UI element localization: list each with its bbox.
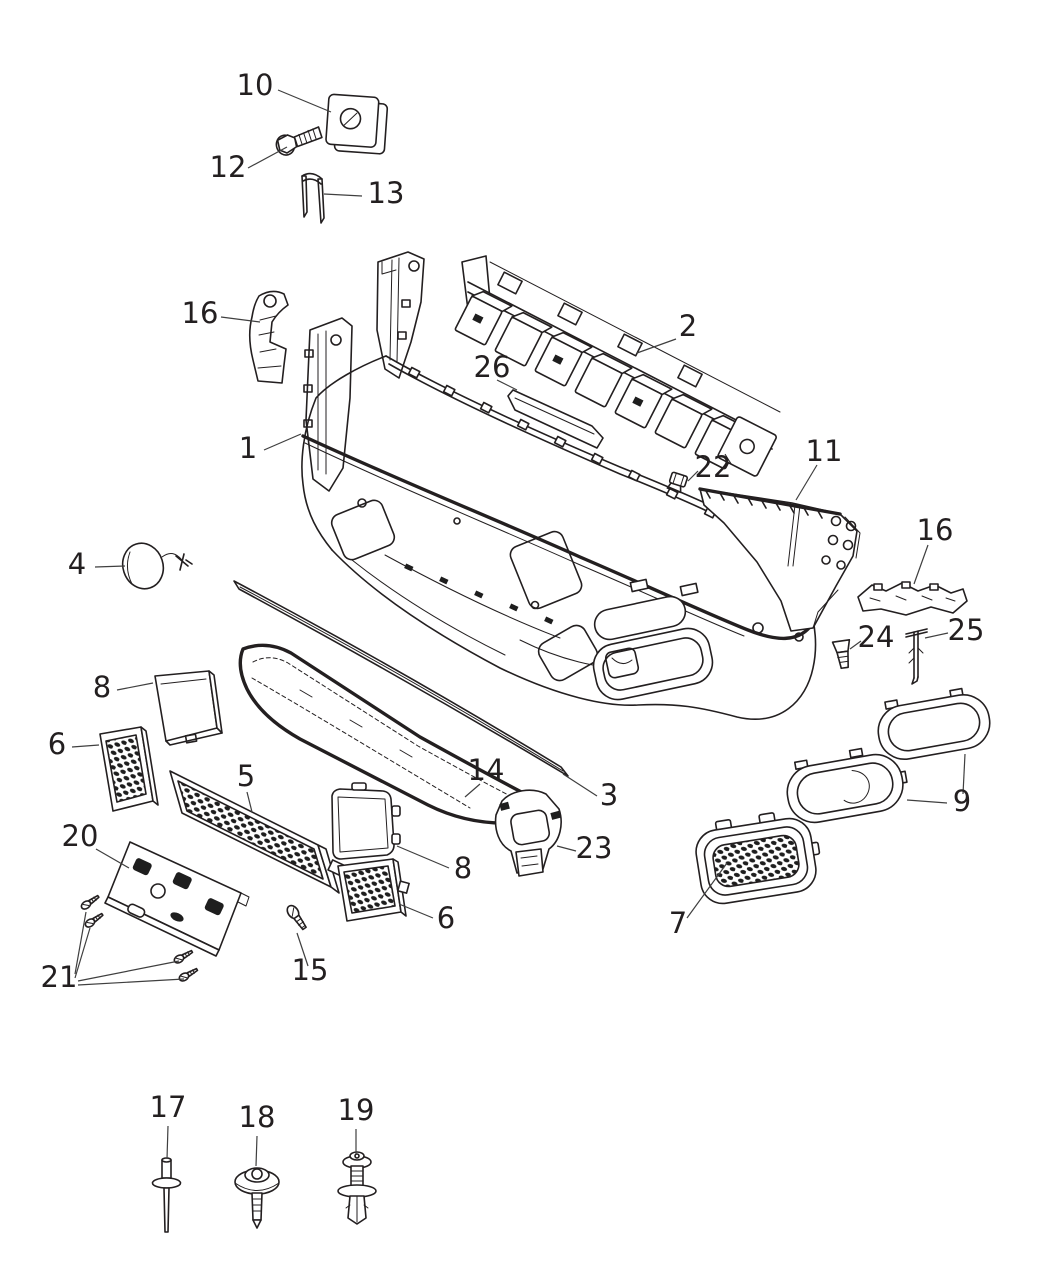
callout-leader-21 <box>74 911 87 975</box>
callout-leader-6 <box>71 744 100 748</box>
callout-leader-8 <box>396 845 450 869</box>
part-2-energy-absorber-drawing <box>454 255 781 477</box>
callout-leader-11 <box>795 464 818 501</box>
callout-label-16-18: 16 <box>917 513 954 547</box>
callout-label-19-21: 19 <box>338 1093 375 1127</box>
callout-leader-1 <box>263 433 302 451</box>
callout-label-17-19: 17 <box>150 1090 187 1124</box>
callout-label-20-22: 20 <box>62 819 99 853</box>
callout-label-24-26: 24 <box>858 620 895 654</box>
callout-label-15-16: 15 <box>292 953 329 987</box>
callout-label-22-24: 22 <box>695 450 732 484</box>
callout-label-8-9: 8 <box>454 851 472 885</box>
callout-label-25-27: 25 <box>948 613 985 647</box>
part-17-rivet-drawing <box>151 1157 182 1233</box>
part-25-push-screw-drawing <box>905 628 928 685</box>
part-10-clip-nut-drawing <box>325 93 389 155</box>
callout-leader-23 <box>556 845 577 852</box>
part-5-center-grille-drawing <box>169 770 346 894</box>
part-12-bolt-drawing <box>275 126 323 156</box>
callout-leader-5 <box>246 791 253 813</box>
callout-leader-21 <box>77 960 180 982</box>
callout-label-16-17: 16 <box>182 296 219 330</box>
part-7-fog-lamp-grille-drawing <box>695 812 821 905</box>
callout-leader-4 <box>94 565 126 568</box>
part-3-lower-molding-strip-drawing <box>233 580 569 777</box>
part-8-cover-plate-center-drawing <box>331 782 401 860</box>
callout-leader-7 <box>686 862 728 919</box>
part-21-screws-drawing <box>80 894 199 982</box>
part-23-fog-lamp-bracket-drawing <box>494 789 562 877</box>
callout-label-7-7: 7 <box>669 906 687 940</box>
callout-leader-13 <box>323 193 363 197</box>
callout-leader-8 <box>116 682 154 691</box>
part-24-grommet-clip-drawing <box>831 639 851 670</box>
callout-label-5-4: 5 <box>237 759 255 793</box>
part-9-fog-bezel-inner-drawing <box>786 747 908 824</box>
callout-label-6-5: 6 <box>48 727 66 761</box>
callout-label-14-15: 14 <box>468 753 505 787</box>
callout-label-26-28: 26 <box>474 350 511 384</box>
callout-label-6-6: 6 <box>437 901 455 935</box>
callout-leader-20 <box>95 848 130 869</box>
callout-leader-3 <box>562 773 598 797</box>
callout-label-23-25: 23 <box>576 831 613 865</box>
callout-label-9-10: 9 <box>953 784 971 818</box>
part-15-grille-screw-drawing <box>286 904 307 931</box>
callout-leader-25 <box>924 632 949 639</box>
part-19-push-pin-rivet-drawing <box>337 1151 377 1225</box>
callout-leader-15 <box>296 932 309 967</box>
callout-leader-6 <box>398 903 434 919</box>
part-4-tow-hook-cover-drawing <box>121 542 193 590</box>
callout-leader-21 <box>74 927 91 979</box>
part-26-absorber-strip-drawing <box>507 389 604 449</box>
part-22-clip-drawing <box>666 471 689 494</box>
callout-label-11-12: 11 <box>806 434 843 468</box>
part-16-right-rail-bracket-drawing <box>857 581 968 616</box>
callout-leader-26 <box>496 379 518 391</box>
part-8-cover-plate-left-drawing <box>154 670 223 746</box>
part-18-washer-screw-drawing <box>234 1167 280 1229</box>
callout-leader-10 <box>277 89 332 113</box>
part-1-bumper-fascia-drawing <box>301 251 834 720</box>
callout-leader-16 <box>913 544 929 585</box>
part-16-left-side-bracket-drawing <box>248 290 289 384</box>
callout-label-13-14: 13 <box>368 176 405 210</box>
part-9-fog-bezel-outer-drawing <box>877 687 991 760</box>
callout-leader-2 <box>636 338 677 354</box>
callout-leader-9 <box>906 799 948 804</box>
callout-leader-24 <box>849 640 862 650</box>
diagram-artwork <box>80 93 991 1233</box>
callout-label-21-23: 21 <box>41 960 78 994</box>
callout-label-10-11: 10 <box>237 68 274 102</box>
callout-label-4-3: 4 <box>68 547 86 581</box>
callout-leader-17 <box>166 1125 169 1160</box>
part-6-mesh-insert-center-drawing <box>337 858 410 922</box>
callout-leader-14 <box>464 783 481 798</box>
callout-label-1-0: 1 <box>239 431 257 465</box>
callout-leader-21 <box>77 978 185 986</box>
callout-leader-9 <box>962 753 966 795</box>
callout-label-8-8: 8 <box>93 670 111 704</box>
callout-label-18-20: 18 <box>239 1100 276 1134</box>
part-6-mesh-insert-left-drawing <box>99 726 159 812</box>
part-11-upper-corner-panel-drawing <box>698 487 861 632</box>
callout-leader-22 <box>687 470 699 482</box>
callout-label-3-2: 3 <box>600 778 618 812</box>
callout-label-2-1: 2 <box>679 309 697 343</box>
callout-label-12-13: 12 <box>210 150 247 184</box>
callout-leader-12 <box>247 146 288 169</box>
callout-leader-18 <box>255 1135 258 1167</box>
part-13-u-clip-drawing <box>301 172 325 224</box>
part-20-license-plate-bracket-drawing <box>104 841 250 957</box>
callout-leader-16 <box>220 316 261 323</box>
